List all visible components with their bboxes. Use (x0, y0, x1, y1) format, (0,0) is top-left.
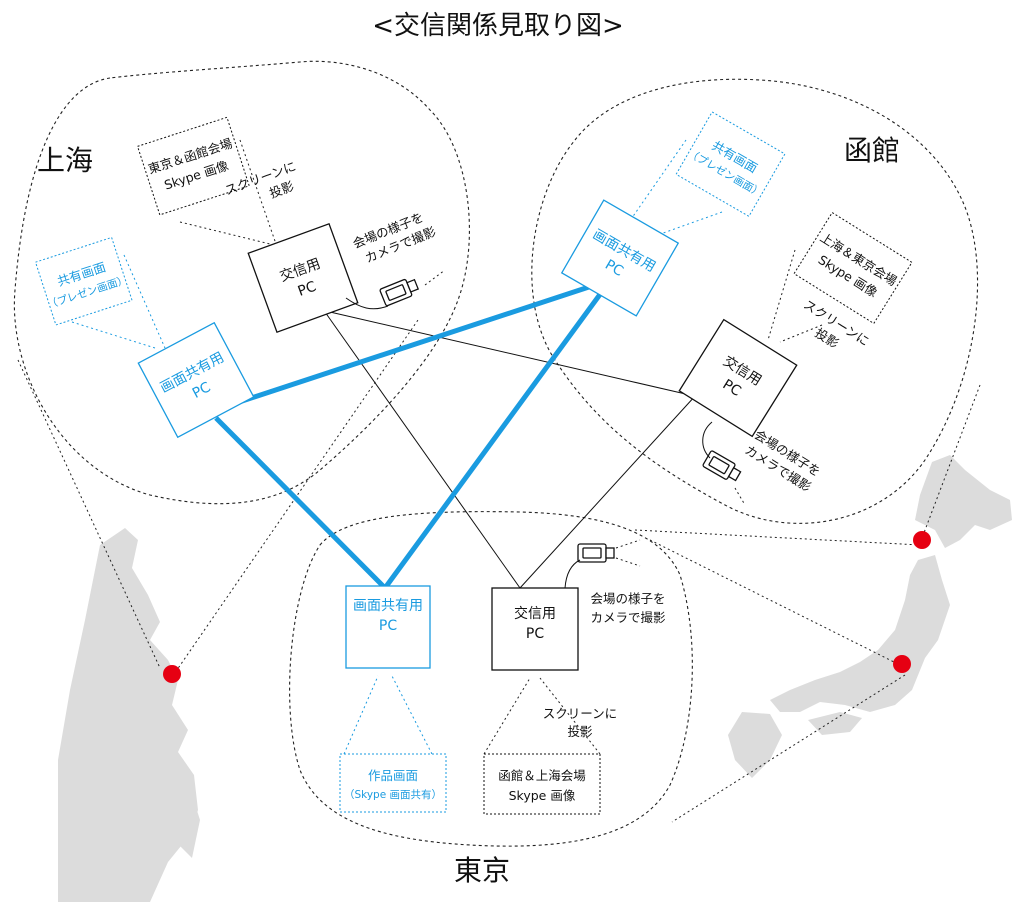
shanghai-skype-leader-b (239, 139, 277, 245)
tokyo-camera-note-line2: カメラで撮影 (590, 610, 666, 625)
network-links (214, 282, 697, 590)
shanghai-skype-callout: 東京＆函館会場 Skype 画像 (136, 116, 250, 216)
tokyo-work-line2: （Skype 画面共有） (344, 788, 442, 801)
map-taiwan (178, 795, 200, 858)
link-hakodate-tokyo-share (382, 291, 604, 590)
hakodate-camera-cable (702, 421, 713, 459)
hakodate-share-pc-sub: PC (602, 257, 626, 280)
region-tokyo (289, 511, 693, 847)
map-japan (728, 455, 1012, 778)
shanghai-comm-pc: 交信用 PC (247, 222, 359, 334)
link-shanghai-tokyo-share (214, 416, 387, 590)
tokyo-share-pc-label: 画面共有用 (353, 598, 423, 614)
tokyo-screen-note-line2: 投影 (567, 724, 593, 739)
leader-hakodate-map-2 (634, 529, 921, 546)
leader-hakodate-map (921, 384, 981, 539)
location-dot-tokyo (893, 655, 911, 673)
tokyo-work-leader-b (391, 675, 433, 755)
hakodate-skype-callout: 上海＆東京会場 Skype 画像 (793, 211, 913, 325)
tokyo-camera-view-a (615, 539, 641, 549)
hakodate-share-pc: 画面共有用 PC (560, 199, 680, 317)
link-tokyo-hakodate-comm (519, 394, 697, 589)
tokyo-camera-icon (577, 543, 615, 563)
location-dot-shanghai (163, 665, 181, 683)
tokyo-work-callout: 作品画面 （Skype 画面共有） (339, 753, 447, 813)
tokyo-share-pc-sub: PC (379, 618, 397, 634)
location-dot-hakodate (913, 531, 931, 549)
shanghai-camera-cable (345, 297, 389, 310)
tokyo-skype-leader-b (539, 677, 601, 755)
link-shanghai-hakodate-share (229, 282, 596, 408)
link-shanghai-tokyo-comm (324, 311, 521, 589)
map-hokkaido (915, 455, 1012, 548)
hakodate-comm-pc: 交信用 PC (678, 318, 798, 438)
region-shanghai (13, 60, 470, 505)
leader-shanghai-map-left (17, 359, 161, 669)
map-shikoku (808, 712, 862, 735)
tokyo-skype-leader-a (483, 677, 531, 755)
hakodate-camera-note: 会場の様子を カメラで撮影 (742, 427, 823, 495)
tokyo-screen-note-line1: スクリーンに (543, 706, 617, 721)
hakodate-share-callout: 共有画面 （プレゼン画面） (675, 111, 786, 217)
shanghai-share-callout: 共有画面 （プレゼン画面） (34, 236, 133, 326)
shanghai-share-leader-b (123, 254, 166, 349)
leader-tokyo-map-bottom (671, 674, 906, 823)
city-label-hakodate: 函館 (844, 134, 900, 167)
tokyo-work-line1: 作品画面 (368, 768, 418, 783)
shanghai-comm-pc-sub: PC (296, 279, 319, 300)
tokyo-camera-view-b (615, 557, 641, 567)
shanghai-share-pc: 画面共有用 PC (137, 321, 255, 439)
region-hakodate (531, 78, 979, 524)
hakodate-skype-leader-a (767, 249, 796, 341)
tokyo-skype-line2: Skype 画像 (509, 788, 576, 803)
map-china (58, 528, 200, 902)
link-shanghai-hakodate-comm (329, 311, 691, 396)
tokyo-comm-pc: 交信用 PC (491, 587, 579, 671)
shanghai-share-leader-a (71, 321, 156, 349)
hakodate-camera-icon (702, 450, 742, 482)
tokyo-camera-cable (564, 559, 581, 589)
tokyo-work-leader-a (343, 675, 379, 755)
map-kyushu (728, 712, 782, 778)
hakodate-camera-view (734, 487, 746, 506)
tokyo-skype-callout: 函館＆上海会場 Skype 画像 (483, 753, 601, 815)
shanghai-camera-note: 会場の様子を カメラで撮影 (350, 209, 438, 265)
tokyo-comm-pc-label: 交信用 (514, 605, 556, 622)
city-label-tokyo: 東京 (454, 854, 510, 887)
shanghai-share-pc-sub: PC (190, 379, 214, 402)
diagram-title: <交信関係見取り図> (372, 11, 624, 41)
shanghai-camera-icon (379, 278, 420, 307)
map-honshu (770, 555, 950, 712)
city-label-shanghai: 上海 (37, 144, 93, 177)
tokyo-camera-note-line1: 会場の様子を (590, 591, 665, 606)
leader-tokyo-map-top (649, 539, 901, 666)
tokyo-skype-line1: 函館＆上海会場 (498, 768, 586, 783)
tokyo-share-pc: 画面共有用 PC (345, 585, 431, 669)
tokyo-comm-pc-sub: PC (526, 626, 544, 642)
shanghai-camera-view (424, 269, 446, 286)
shanghai-skype-leader-a (179, 221, 271, 245)
